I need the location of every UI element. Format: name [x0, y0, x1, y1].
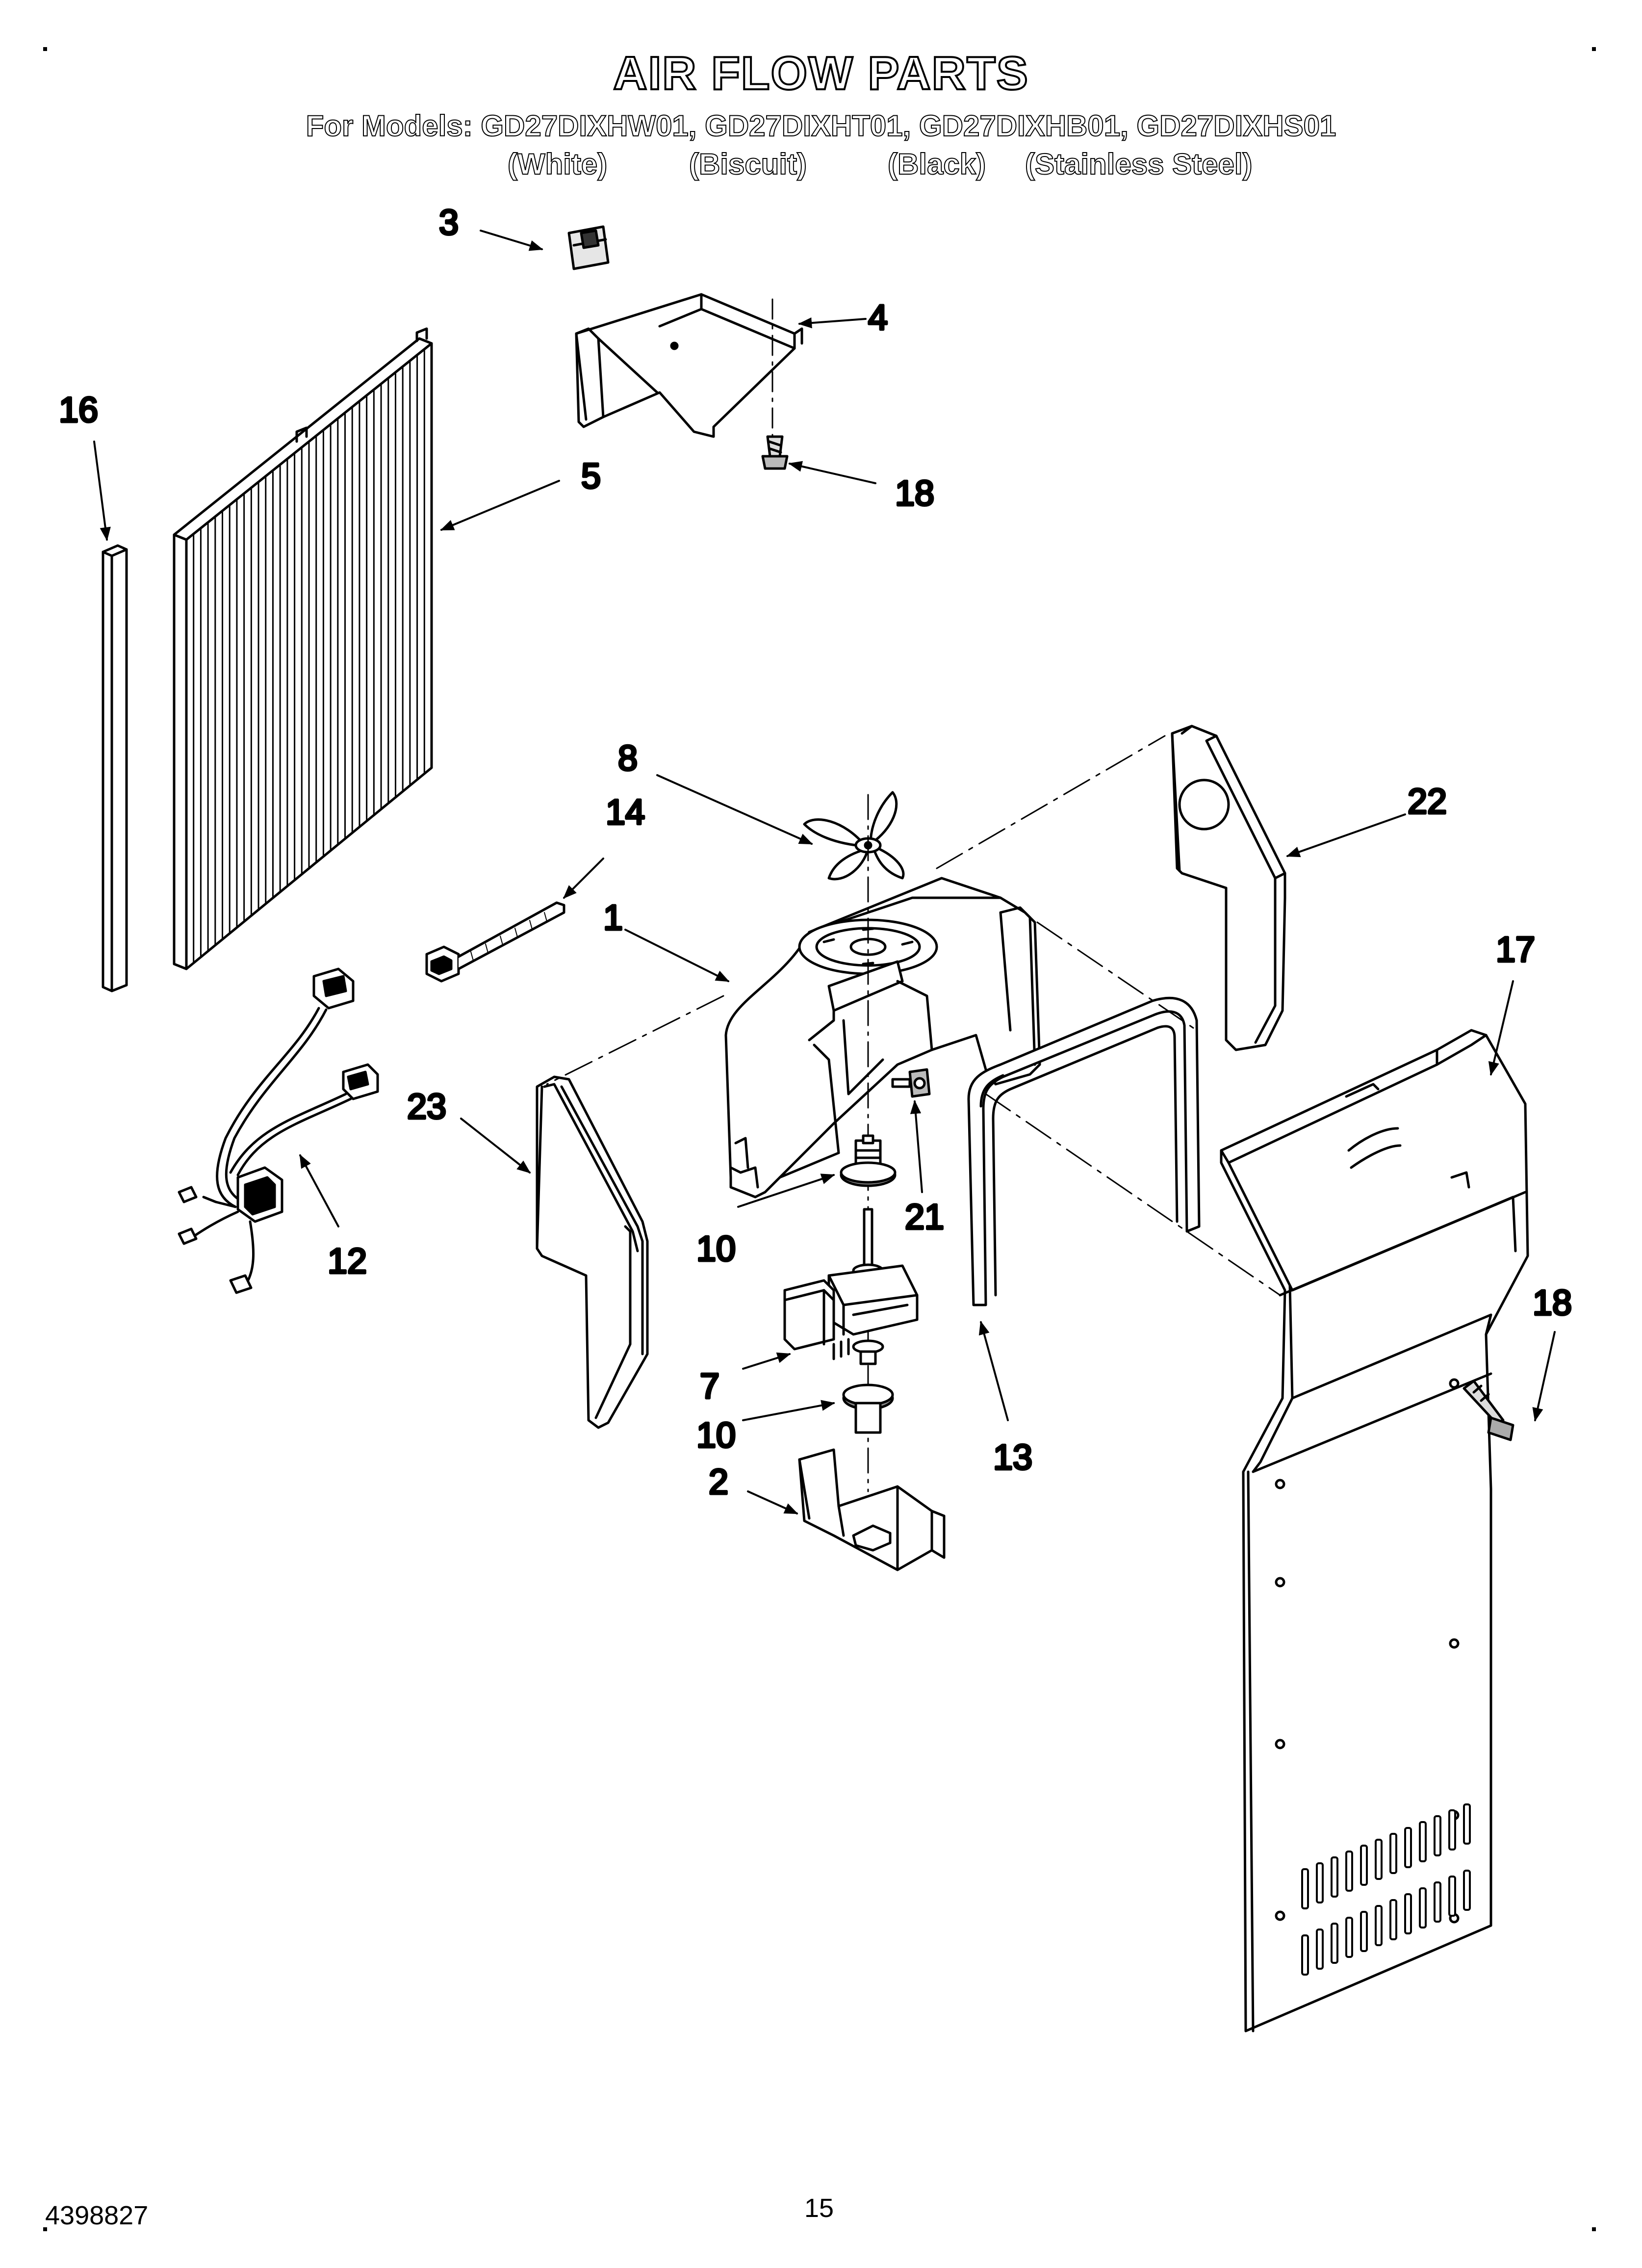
callout-numbers: 3 4 18 5 16 8 14 1 22 17 23 12 10 21 7 1…: [58, 202, 1573, 1503]
callout-10-upper: 10: [696, 1229, 736, 1269]
vent-slot: [1375, 1839, 1383, 1880]
callout-3: 3: [439, 203, 459, 242]
callout-4: 4: [868, 298, 888, 338]
corner-mark: [43, 2227, 47, 2231]
vent-slot: [1331, 1923, 1338, 1964]
callout-18-top: 18: [895, 474, 934, 513]
vent-slot: [1389, 1833, 1397, 1874]
part-13-u-seal: [967, 996, 1201, 1306]
corner-mark: [43, 47, 47, 51]
callout-5: 5: [581, 457, 601, 496]
part-10-grommet-upper: [840, 1134, 897, 1187]
callout-leaders: [93, 230, 1556, 1514]
part-2-motor-bracket: [798, 1448, 946, 1571]
corner-mark: [1592, 2227, 1596, 2231]
part-12-wire-harness: [178, 967, 379, 1294]
vent-slot: [1375, 1905, 1383, 1946]
vent-slot: [1434, 1815, 1441, 1856]
callout-18-side: 18: [1533, 1283, 1572, 1323]
vent-slot: [1301, 1868, 1309, 1909]
vent-slot: [1301, 1934, 1309, 1976]
part-7-fan-motor: [783, 1208, 919, 1365]
vent-slot: [1419, 1821, 1427, 1862]
part-17-duct-cover: [1220, 1029, 1529, 2033]
part-8-fan-blade: [803, 791, 905, 881]
vent-slot: [1345, 1917, 1353, 1958]
vent-slot: [1331, 1856, 1338, 1898]
callout-13: 13: [993, 1438, 1032, 1477]
callout-1: 1: [603, 898, 623, 938]
callout-10-lower: 10: [696, 1416, 736, 1455]
part-5-cover-grill: [173, 327, 433, 970]
part-22-side-panel: [1171, 725, 1286, 1051]
vent-slot: [1419, 1887, 1427, 1929]
callout-17: 17: [1496, 930, 1535, 969]
document-number: 4398827: [45, 2201, 149, 2230]
vent-slot: [1448, 1876, 1456, 1917]
variant-white: (White): [507, 147, 608, 181]
part-3-clip: [567, 225, 610, 270]
callout-14: 14: [606, 793, 645, 832]
part-18-screw-top: [761, 435, 789, 470]
vent-slot: [1316, 1929, 1324, 1970]
page-title: AIR FLOW PARTS: [612, 46, 1029, 101]
variant-stainless-steel: (Stainless Steel): [1025, 147, 1253, 181]
callout-2: 2: [709, 1462, 728, 1502]
part-10-grommet-lower: [842, 1383, 894, 1434]
callout-21: 21: [905, 1198, 944, 1237]
part-14-cable-tie: [425, 901, 565, 983]
page-number: 15: [804, 2193, 834, 2223]
vent-slot: [1463, 1870, 1471, 1911]
vent-slot: [1360, 1845, 1368, 1886]
part-18-screw-side: [1462, 1380, 1514, 1441]
models-line: For Models: GD27DIXHW01, GD27DIXHT01, GD…: [306, 109, 1337, 143]
part-23-side-panel: [536, 1075, 649, 1429]
callout-12: 12: [328, 1242, 367, 1281]
part-21-screw: [891, 1068, 931, 1098]
part-16-seal-strip: [102, 544, 128, 992]
vent-slot: [1448, 1809, 1456, 1851]
part-4-bracket: [575, 293, 803, 452]
variant-black: (Black): [887, 147, 986, 181]
callout-22: 22: [1408, 782, 1447, 821]
part-1-fan-shroud: [724, 877, 1041, 1199]
vent-slot: [1404, 1893, 1412, 1934]
explode-guide-lines: [546, 735, 1281, 1296]
vent-slot: [1360, 1911, 1368, 1952]
corner-mark: [1592, 47, 1596, 51]
vent-slot: [1463, 1803, 1471, 1845]
variant-biscuit: (Biscuit): [689, 147, 807, 181]
callout-8: 8: [618, 739, 638, 778]
callout-7: 7: [700, 1367, 719, 1406]
callout-16: 16: [59, 391, 98, 430]
vent-slot: [1434, 1881, 1441, 1923]
vent-slot: [1345, 1851, 1353, 1892]
vent-slot: [1404, 1827, 1412, 1868]
callout-23: 23: [407, 1087, 446, 1126]
vent-slot: [1389, 1899, 1397, 1940]
vent-slot: [1316, 1862, 1324, 1903]
